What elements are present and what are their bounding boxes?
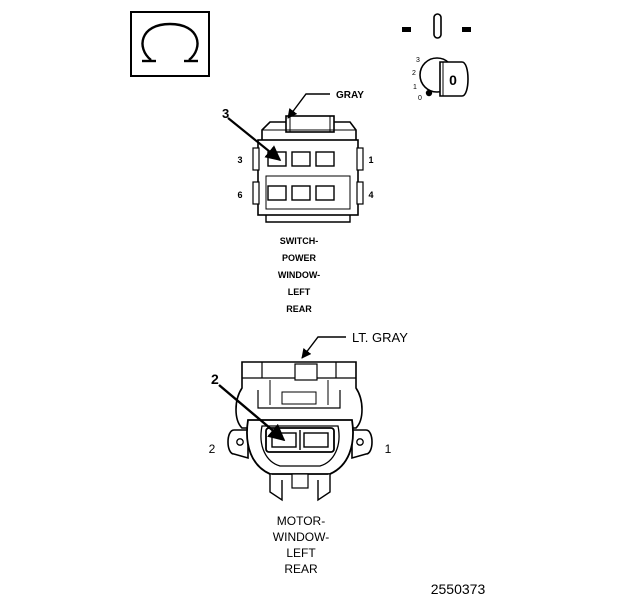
switch-callout-arrow: [227, 117, 282, 161]
motor-callout-pin: 2: [211, 371, 219, 387]
switch-callout-pin: 3: [222, 106, 229, 121]
figure-number: 2550373: [431, 581, 486, 597]
switch-connector: [252, 115, 364, 223]
switch-name-line: SWITCH-: [280, 236, 319, 246]
motor-name-line: WINDOW-: [273, 530, 329, 544]
key-position-label: 0: [449, 72, 457, 88]
switch-name-line: LEFT: [288, 287, 311, 297]
key-position-3: 3: [416, 57, 420, 64]
ohmmeter-icon: [130, 11, 210, 77]
motor-pin-right: 1: [385, 442, 392, 456]
motor-name-line: REAR: [284, 562, 318, 576]
motor-connector: [227, 361, 373, 502]
switch-name-line: REAR: [286, 304, 312, 314]
motor-color-label: LT. GRAY: [352, 330, 408, 345]
key-position-2: 2: [412, 70, 416, 77]
motor-name-line: MOTOR-: [277, 514, 325, 528]
motor-callout-arrow: [218, 384, 286, 442]
motor-name-line: LEFT: [286, 546, 316, 560]
switch-color-label: GRAY: [336, 90, 364, 101]
switch-name-line: POWER: [282, 253, 317, 263]
switch-name-line: WINDOW-: [278, 270, 320, 280]
motor-pin-left: 2: [209, 442, 216, 456]
switch-pin-bottom-right: 4: [368, 190, 373, 200]
switch-pin-top-right: 1: [368, 155, 373, 165]
key-position-1: 1: [413, 84, 417, 91]
motor-color-leader: [301, 336, 346, 359]
key-position-0: 0: [418, 95, 422, 102]
ignition-key-icon: 0 3 2 1 0: [402, 13, 471, 102]
switch-pin-bottom-left: 6: [237, 190, 242, 200]
motor-connector-name: MOTOR- WINDOW- LEFT REAR: [273, 514, 329, 576]
switch-color-leader: [287, 93, 330, 119]
switch-connector-name: SWITCH- POWER WINDOW- LEFT REAR: [278, 236, 320, 314]
switch-pin-top-left: 3: [237, 155, 242, 165]
